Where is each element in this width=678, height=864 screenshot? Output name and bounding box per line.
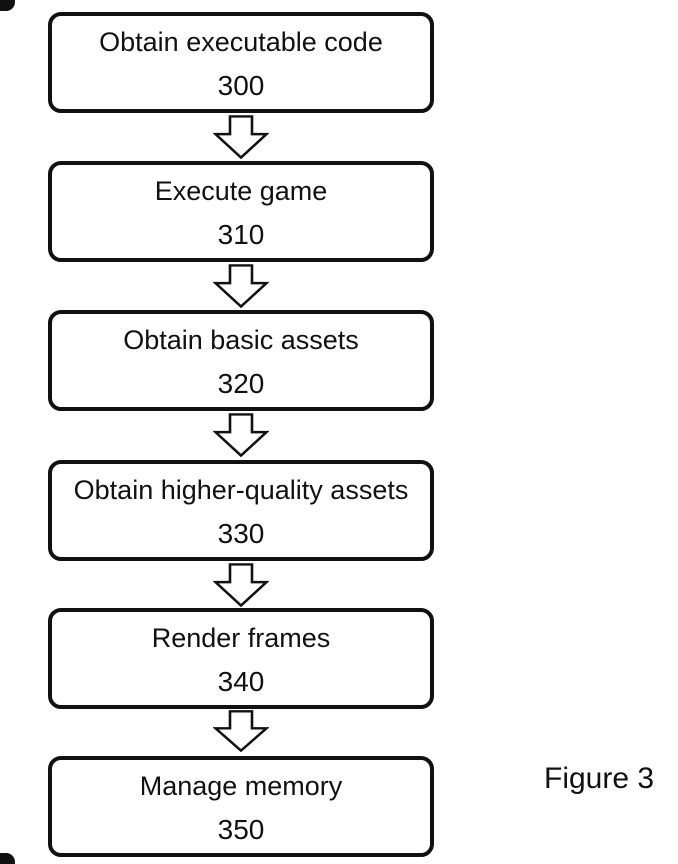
figure-caption: Figure 3 [544, 762, 655, 795]
step-number: 330 [217, 517, 265, 549]
flow-step-render-frames: Render frames 340 [48, 608, 434, 709]
step-number: 320 [217, 367, 265, 399]
step-number: 350 [217, 813, 265, 845]
flow-step-obtain-basic-assets: Obtain basic assets 320 [48, 310, 434, 411]
flow-step-obtain-executable-code: Obtain executable code 300 [48, 12, 434, 113]
down-arrow-icon [213, 563, 269, 607]
flow-step-manage-memory: Manage memory 350 [48, 756, 434, 857]
left-margin-artifact-top [0, 0, 15, 11]
down-arrow-icon [213, 264, 269, 308]
step-label: Obtain executable code [99, 26, 383, 57]
step-label: Obtain higher-quality assets [73, 474, 409, 505]
step-number: 300 [217, 69, 265, 101]
step-label: Render frames [151, 622, 331, 653]
left-margin-artifact-bottom [0, 853, 15, 864]
step-label: Manage memory [139, 770, 343, 801]
step-label: Execute game [154, 175, 328, 206]
flow-step-execute-game: Execute game 310 [48, 161, 434, 262]
down-arrow-icon [213, 413, 269, 457]
flow-step-obtain-higher-quality-assets: Obtain higher-quality assets 330 [48, 460, 434, 561]
step-number: 310 [217, 218, 265, 250]
step-number: 340 [217, 665, 265, 697]
step-label: Obtain basic assets [123, 324, 359, 355]
down-arrow-icon [213, 115, 269, 159]
down-arrow-icon [213, 710, 269, 752]
